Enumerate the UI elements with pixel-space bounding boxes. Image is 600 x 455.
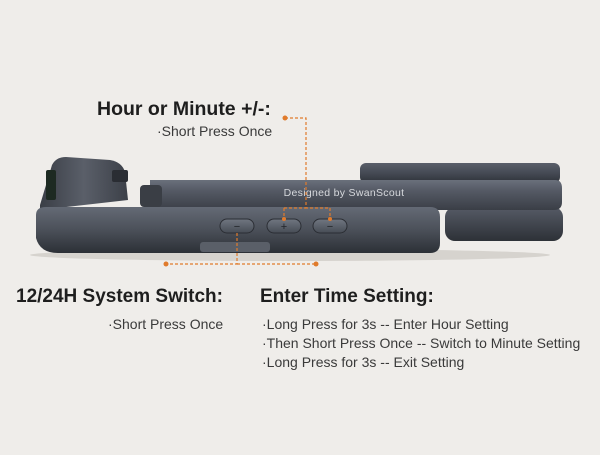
right-lower-pad bbox=[445, 207, 563, 241]
enter-time-title: Enter Time Setting: bbox=[260, 286, 434, 307]
hour-minute-title: Hour or Minute +/-: bbox=[97, 98, 271, 120]
hinge bbox=[140, 185, 162, 207]
stand-display bbox=[46, 170, 56, 200]
enter-time-step: ·Long Press for 3s -- Exit Setting bbox=[262, 354, 465, 370]
minus-button-symbol: − bbox=[327, 221, 333, 233]
stand-cap bbox=[112, 170, 128, 182]
watch-stand bbox=[40, 157, 128, 210]
plus-dot bbox=[282, 217, 286, 221]
hour-dot bbox=[282, 115, 288, 121]
plus-button-symbol: + bbox=[281, 221, 287, 233]
middle-arm bbox=[150, 180, 562, 210]
switch-button-symbol: − bbox=[234, 221, 240, 233]
enter-time-step: ·Long Press for 3s -- Enter Hour Setting bbox=[262, 316, 509, 332]
enter-dot bbox=[313, 261, 319, 267]
enter-time-steps: ·Long Press for 3s -- Enter Hour Setting… bbox=[262, 315, 580, 372]
minus-dot bbox=[328, 217, 332, 221]
callout-dots bbox=[163, 115, 332, 267]
system-switch-action: ·Short Press Once bbox=[108, 316, 224, 332]
hour-minute-action: ·Short Press Once bbox=[157, 123, 273, 139]
switch-dot bbox=[163, 261, 169, 267]
brand-text: Designed by SwanScout bbox=[284, 187, 405, 199]
enter-time-step: ·Then Short Press Once -- Switch to Minu… bbox=[262, 335, 581, 351]
top-right-pad bbox=[360, 163, 560, 183]
base-foot bbox=[200, 242, 270, 252]
system-switch-title: 12/24H System Switch: bbox=[16, 286, 223, 307]
callout-lines bbox=[166, 117, 331, 265]
